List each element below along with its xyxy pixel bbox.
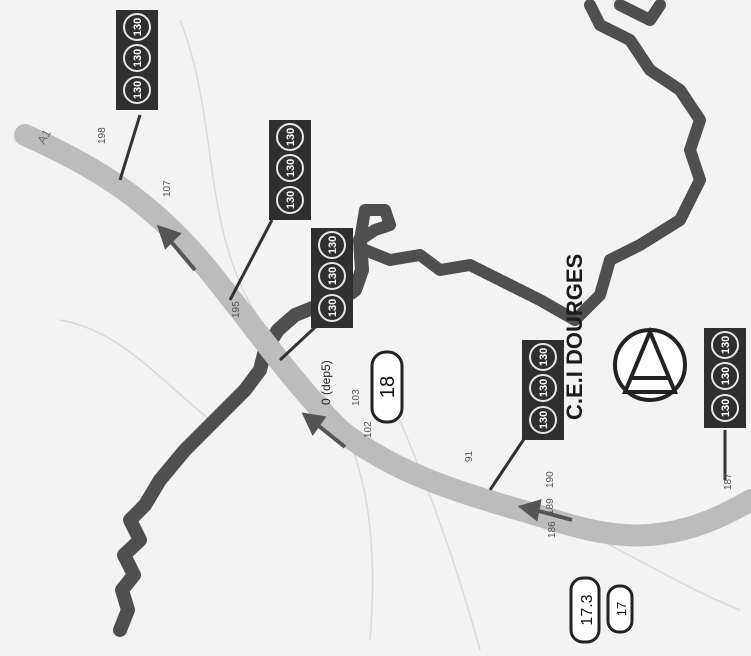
speed-value: 130 bbox=[285, 159, 297, 177]
speed-sign-panel-5 bbox=[704, 328, 746, 428]
speed-value: 130 bbox=[285, 191, 297, 209]
marker-91: 91 bbox=[464, 450, 475, 462]
speed-value: 130 bbox=[132, 18, 144, 36]
speed-sign-panel-1 bbox=[116, 10, 158, 110]
speed-value: 130 bbox=[720, 399, 732, 417]
exit-sign-17: 17 bbox=[606, 584, 634, 634]
road-label: A1 bbox=[34, 127, 54, 147]
speed-value: 130 bbox=[132, 81, 144, 99]
boundary-path bbox=[354, 0, 706, 326]
speed-value: 130 bbox=[720, 367, 732, 385]
marker-103: 103 bbox=[351, 389, 362, 406]
speed-value: 130 bbox=[132, 49, 144, 67]
speed-value: 130 bbox=[285, 128, 297, 146]
marker-190: 190 bbox=[545, 471, 556, 488]
motorway-road bbox=[14, 124, 751, 547]
speed-value: 130 bbox=[538, 411, 550, 429]
speed-sign-values: 130 130 130 130 130 130 130 130 130 130 … bbox=[132, 18, 732, 429]
speed-sign-panel-3 bbox=[311, 228, 353, 328]
speed-value: 130 bbox=[327, 236, 339, 254]
marker-198: 198 bbox=[97, 127, 108, 144]
exit-sign-number: 18 bbox=[377, 376, 399, 398]
tunnel-warning-icon bbox=[613, 326, 687, 402]
speed-sign-panel-4 bbox=[522, 340, 564, 440]
speed-sign-panel-2 bbox=[269, 120, 311, 220]
speed-value: 130 bbox=[538, 348, 550, 366]
distance-markers: 198 107 195 103 102 91 190 189 186 187 bbox=[97, 127, 734, 538]
marker-195: 195 bbox=[231, 301, 242, 318]
direction-arrows bbox=[156, 224, 573, 522]
speed-value: 130 bbox=[720, 336, 732, 354]
speed-value: 130 bbox=[327, 299, 339, 317]
exit-sign-number: 17.3 bbox=[579, 594, 596, 625]
marker-107: 107 bbox=[162, 180, 173, 197]
marker-189: 189 bbox=[545, 498, 556, 515]
exit-sign-17-3: 17.3 bbox=[569, 576, 601, 644]
marker-186: 186 bbox=[547, 521, 558, 538]
speed-value: 130 bbox=[538, 379, 550, 397]
departure-label: 0 (dep5) bbox=[319, 360, 333, 405]
marker-102: 102 bbox=[363, 421, 374, 438]
marker-187: 187 bbox=[723, 473, 734, 490]
centre-label: C.E.I DOURGES bbox=[562, 254, 587, 420]
exit-sign-18: 18 bbox=[370, 350, 404, 424]
speed-value: 130 bbox=[327, 267, 339, 285]
exit-sign-number: 17 bbox=[614, 602, 629, 616]
